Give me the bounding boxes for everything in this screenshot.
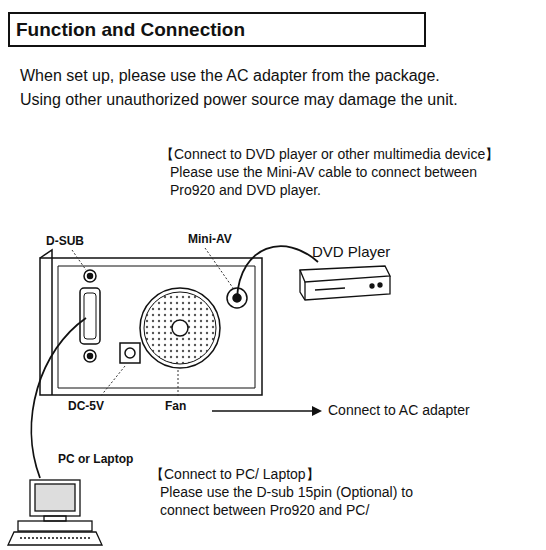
device-label: DVD Player [312,243,390,262]
instruction-text: Using other unauthorized power source ma… [20,90,458,110]
callout-heading: 【Connect to PC/ Laptop】 [150,466,320,484]
note-text: Connect to AC adapter [328,402,470,420]
ac-adapter-arrow [212,406,322,416]
leader-lines [72,248,233,397]
part-label: D-SUB [46,234,84,249]
instruction-text: When set up, please use the AC adapter f… [20,66,440,86]
pc-icon [8,480,102,545]
title-box: Function and Connection [8,12,426,47]
projector-unit [40,250,262,395]
mini-av-cable [237,246,318,298]
part-label: Fan [165,399,186,414]
callout-text: Please use the D-sub 15pin (Optional) to… [160,484,460,519]
device-label: PC or Laptop [58,452,133,467]
part-label: DC-5V [68,399,104,414]
dvd-player-icon [300,266,390,300]
callout-heading: 【Connect to DVD player or other multimed… [160,146,499,164]
part-label: Mini-AV [188,232,232,247]
callout-text: Please use the Mini-AV cable to connect … [170,164,505,199]
title-text: Function and Connection [16,18,430,42]
